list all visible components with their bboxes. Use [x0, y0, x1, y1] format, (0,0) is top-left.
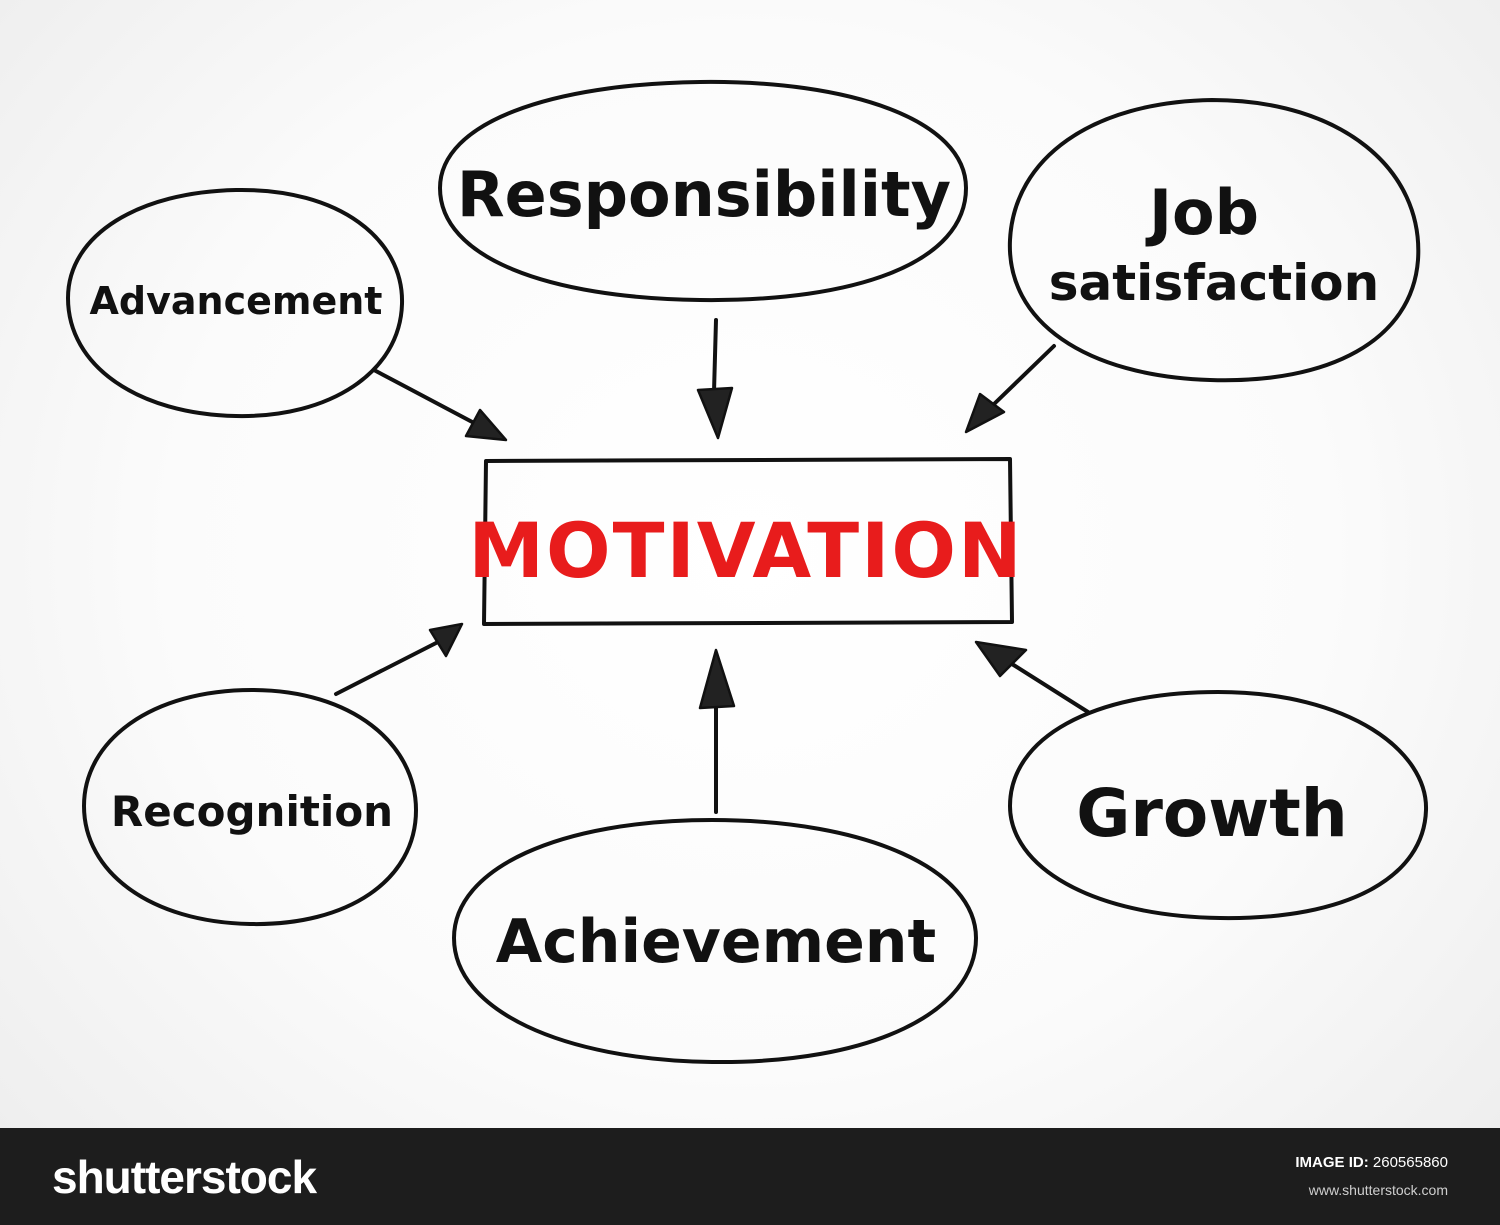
node-growth: Growth	[1008, 690, 1429, 921]
arrow-line-growth	[1010, 662, 1090, 714]
node-responsibility: Responsibility	[438, 79, 968, 303]
ellipse-responsibility	[438, 79, 968, 303]
center-node: MOTIVATION	[468, 457, 1023, 626]
arrow-line-recognition	[334, 640, 440, 696]
center-box	[482, 457, 1014, 626]
arrow-line-advancement	[372, 368, 478, 426]
ellipse-advancement	[66, 187, 405, 419]
node-recognition: Recognition	[82, 688, 418, 927]
arrow-head-growth	[974, 640, 1028, 678]
ellipse-achievement	[452, 818, 978, 1065]
arrow-line-job-satisfaction	[990, 344, 1056, 408]
motivation-mind-map: MOTIVATION Responsibility Job satisfacti…	[66, 79, 1429, 1065]
image-id: IMAGE ID: 260565860	[1295, 1154, 1448, 1171]
label-achievement: Achievement	[496, 907, 936, 977]
ellipse-job-satisfaction	[1007, 98, 1421, 383]
label-advancement: Advancement	[90, 279, 383, 323]
footer-bar: shutterstock IMAGE ID: 260565860 www.shu…	[0, 1128, 1500, 1225]
arrow-achievement	[698, 648, 736, 814]
label-job: Job	[1145, 176, 1259, 249]
arrow-job-satisfaction	[964, 344, 1056, 434]
arrow-line-responsibility	[712, 318, 718, 394]
node-achievement: Achievement	[452, 818, 978, 1065]
label-growth: Growth	[1076, 775, 1348, 852]
image-id-value: 260565860	[1372, 1154, 1448, 1171]
label-responsibility: Responsibility	[457, 158, 951, 231]
node-advancement: Advancement	[66, 187, 405, 419]
arrow-growth	[974, 640, 1090, 714]
center-label: MOTIVATION	[468, 506, 1023, 595]
site-url: www.shutterstock.com	[1308, 1182, 1448, 1198]
node-job-satisfaction: Job satisfaction	[1007, 98, 1421, 383]
shutterstock-logo: shutterstock	[52, 1151, 317, 1203]
arrow-head-achievement	[698, 648, 736, 710]
arrow-head-job-satisfaction	[964, 392, 1006, 434]
arrow-head-advancement	[464, 408, 508, 442]
arrow-head-recognition	[428, 622, 464, 658]
label-satisfaction: satisfaction	[1049, 254, 1379, 312]
arrow-head-responsibility	[696, 386, 734, 440]
ellipse-recognition	[82, 688, 418, 927]
arrow-responsibility	[696, 318, 734, 440]
arrow-advancement	[372, 368, 508, 442]
arrow-recognition	[334, 622, 464, 696]
image-id-label: IMAGE ID:	[1295, 1154, 1369, 1171]
ellipse-growth	[1008, 690, 1429, 921]
label-recognition: Recognition	[111, 787, 393, 836]
